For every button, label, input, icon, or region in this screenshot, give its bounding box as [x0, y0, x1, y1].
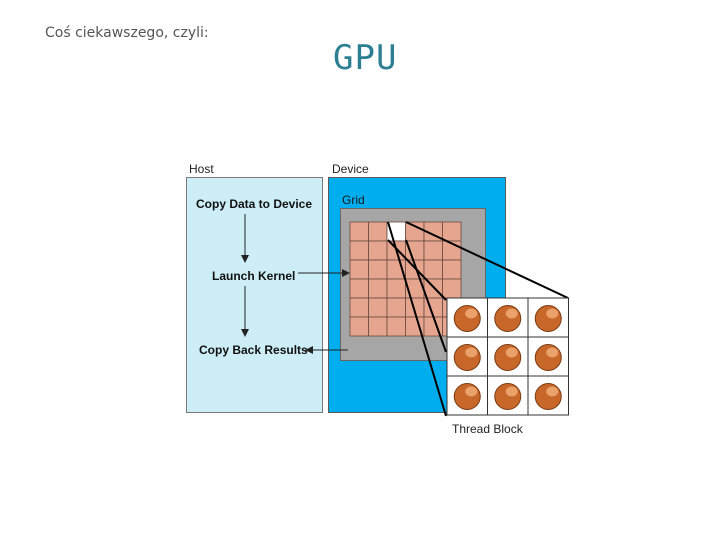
thread-icon: [453, 305, 481, 332]
thread-block-label: Thread Block: [452, 422, 523, 436]
grid-cell: [349, 221, 369, 242]
grid-cell: [368, 278, 388, 299]
thread-icon: [534, 383, 562, 410]
thread-icon: [534, 344, 562, 371]
thread-icon: [534, 305, 562, 332]
grid-cell: [349, 240, 369, 261]
host-label: Host: [189, 162, 214, 176]
thread-icon: [494, 305, 522, 332]
thread-icon-highlight: [505, 386, 518, 397]
step-launch-kernel: Launch Kernel: [212, 269, 296, 283]
grid-cell: [423, 240, 443, 261]
step-copy-back: Copy Back Results: [199, 343, 308, 357]
grid-cell: [442, 221, 462, 242]
grid-cell: [368, 316, 388, 337]
thread-icon: [453, 383, 481, 410]
grid-cell: [423, 259, 443, 280]
grid-cell: [386, 297, 406, 318]
grid-cell: [349, 259, 369, 280]
grid-cell: [368, 221, 388, 242]
device-label: Device: [332, 162, 369, 176]
thread-icon-highlight: [546, 347, 559, 358]
thread-icon-highlight: [546, 308, 559, 319]
grid-cell: [368, 297, 388, 318]
thread-block: [446, 297, 569, 416]
thread-icon: [494, 344, 522, 371]
grid-cell: [368, 240, 388, 261]
grid-cell: [405, 221, 425, 242]
thread-icon-highlight: [465, 308, 478, 319]
zoom-line: [405, 221, 569, 299]
zoom-line: [387, 221, 447, 417]
grid-cell: [349, 297, 369, 318]
zoom-line: [405, 239, 447, 353]
thread-icon-highlight: [465, 386, 478, 397]
thread-icon-highlight: [546, 386, 559, 397]
grid-cell: [368, 259, 388, 280]
grid-cell: [386, 316, 406, 337]
thread-icon: [453, 344, 481, 371]
thread-icon-highlight: [465, 347, 478, 358]
grid-cell: [423, 278, 443, 299]
grid-cell: [349, 278, 369, 299]
grid-label: Grid: [342, 193, 365, 207]
grid-cell: [386, 278, 406, 299]
thread-icon-highlight: [505, 347, 518, 358]
thread-icon: [494, 383, 522, 410]
host-panel: [186, 177, 323, 413]
slide-subtitle: Coś ciekawszego, czyli:: [45, 25, 209, 41]
grid-cell: [349, 316, 369, 337]
grid-cell: [442, 259, 462, 280]
thread-icon-highlight: [505, 308, 518, 319]
slide-title: GPU: [333, 38, 398, 78]
step-copy-to-device: Copy Data to Device: [196, 197, 313, 211]
grid-cell: [442, 278, 462, 299]
